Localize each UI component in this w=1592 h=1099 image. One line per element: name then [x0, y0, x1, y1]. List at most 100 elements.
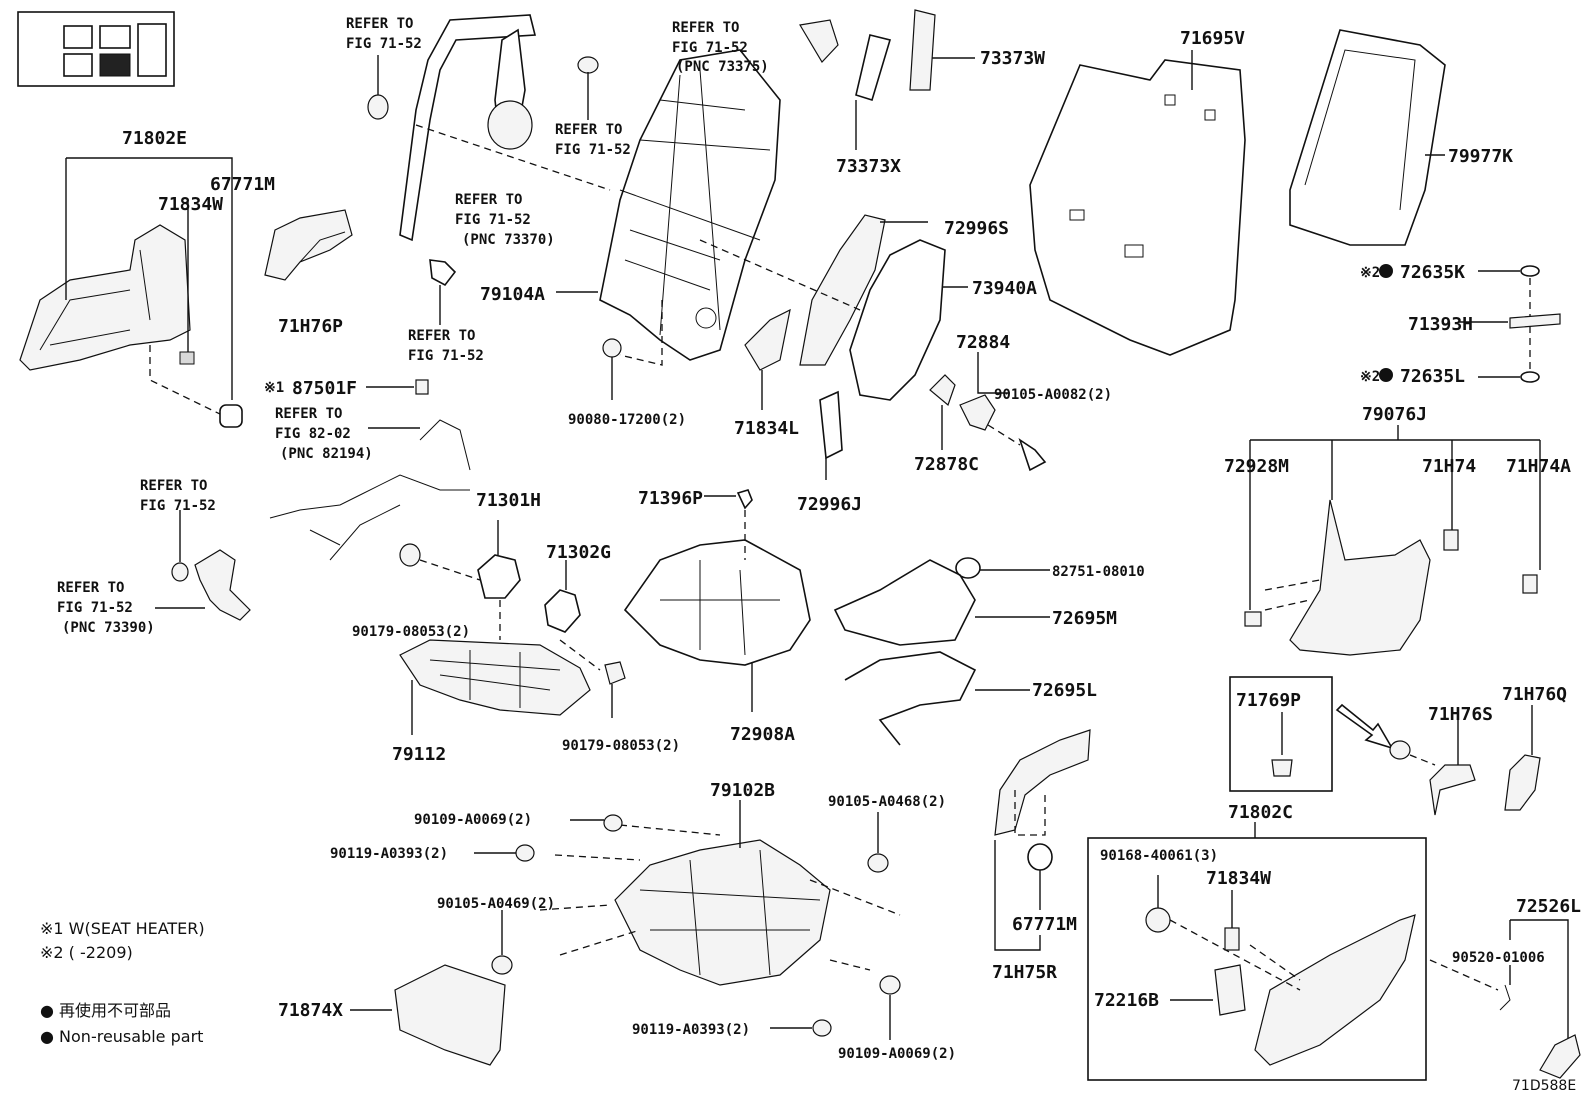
clip-box-71769P — [1229, 676, 1394, 792]
label-71301H: 71301H — [476, 490, 541, 511]
cover-72996S-73940A — [699, 214, 968, 401]
label-72635K: 72635K — [1400, 262, 1465, 283]
cover-71H75R — [994, 729, 1091, 951]
label-71802C: 71802C — [1228, 802, 1293, 823]
label-72878C: 72878C — [914, 454, 979, 475]
label-72695M: 72695M — [1052, 608, 1117, 629]
label-refer6-c: (PNC 82194) — [280, 446, 373, 462]
note-seat-heater: ※1 W(SEAT HEATER) — [40, 919, 205, 938]
label-refer2-b: FIG 71-52 — [555, 142, 631, 158]
bracket-72884 — [929, 352, 1047, 472]
label-71834W-top: 71834W — [158, 194, 223, 215]
label-refer3-b: FIG 71-52 — [455, 212, 531, 228]
label-refer7-a: REFER TO — [140, 478, 207, 494]
label-72884: 72884 — [956, 332, 1010, 353]
label-refer8-b: FIG 71-52 — [57, 600, 133, 616]
label-71834W-bot: 71834W — [1206, 868, 1271, 889]
label-72908A: 72908A — [730, 724, 795, 745]
cover-71H76P — [264, 209, 353, 281]
cover-71834L — [744, 308, 791, 410]
label-71396P: 71396P — [638, 488, 703, 509]
label-71H76S: 71H76S — [1428, 704, 1493, 725]
label-refer5-b: FIG 71-52 — [672, 40, 748, 56]
side-cover-71802E — [19, 157, 243, 428]
label-refer4-b: FIG 71-52 — [408, 348, 484, 364]
label-90109-A0069-bot: 90109-A0069(2) — [838, 1046, 956, 1062]
label-90119-A0393-bot: 90119-A0393(2) — [632, 1022, 750, 1038]
label-71802E: 71802E — [122, 128, 187, 149]
label-90109-A0069-top: 90109-A0069(2) — [414, 812, 532, 828]
label-72928M: 72928M — [1224, 456, 1289, 477]
label-87501F: 87501F — [292, 378, 357, 399]
label-82751-08010: 82751-08010 — [1052, 564, 1145, 580]
note-serial-range: ※2 ( -2209) — [40, 943, 133, 962]
label-refer8-c: (PNC 73390) — [62, 620, 155, 636]
label-71769P: 71769P — [1236, 690, 1301, 711]
label-refer2-a: REFER TO — [555, 122, 622, 138]
label-72216B: 72216B — [1094, 990, 1159, 1011]
label-71874X: 71874X — [278, 1000, 343, 1021]
cables-72695 — [833, 557, 1050, 746]
headrest-guide-assembly — [367, 14, 611, 325]
legend-non-reusable: ● Non-reusable part — [40, 1027, 203, 1046]
motor-71302G — [544, 560, 626, 718]
label-90080-17200: 90080-17200(2) — [568, 412, 686, 428]
label-73940A: 73940A — [972, 278, 1037, 299]
label-refer1-b: FIG 71-52 — [346, 36, 422, 52]
wire-harness — [269, 379, 471, 561]
label-72635L: 72635L — [1400, 366, 1465, 387]
label-71393H: 71393H — [1408, 314, 1473, 335]
label-refer1-a: REFER TO — [346, 16, 413, 32]
board-71695V — [1029, 50, 1246, 356]
label-90179-08053-a: 90179-08053(2) — [352, 624, 470, 640]
legend-japanese: ● 再使用不可部品 — [40, 1001, 171, 1020]
cover-group-71802C — [1087, 822, 1427, 1081]
label-90105-A0468: 90105-A0468(2) — [828, 794, 946, 810]
motor-71301H — [399, 520, 521, 640]
seatback-frame-79104A — [556, 49, 781, 400]
label-72695L: 72695L — [1032, 680, 1097, 701]
label-90520-01006: 90520-01006 — [1452, 950, 1545, 966]
label-72635K-mark: ※2 — [1360, 265, 1380, 281]
cover-72526L — [1429, 919, 1581, 1079]
label-71302G: 71302G — [546, 542, 611, 563]
label-72526L: 72526L — [1516, 896, 1581, 917]
fastener-stack-72635 — [1379, 264, 1561, 383]
switch-72996J — [819, 390, 843, 480]
label-refer6-a: REFER TO — [275, 406, 342, 422]
label-72996S: 72996S — [944, 218, 1009, 239]
cover-group-79076J — [1244, 425, 1541, 656]
label-71834L: 71834L — [734, 418, 799, 439]
label-73373X: 73373X — [836, 156, 901, 177]
label-refer8-a: REFER TO — [57, 580, 124, 596]
label-79112: 79112 — [392, 744, 446, 765]
tray-72908A — [623, 489, 811, 712]
label-90105-A0082: 90105-A0082(2) — [994, 387, 1112, 403]
cover-71874X — [350, 964, 506, 1066]
label-79076J: 79076J — [1362, 404, 1427, 425]
cover-71H76S — [1389, 720, 1476, 816]
label-refer6-b: FIG 82-02 — [275, 426, 351, 442]
label-71H74: 71H74 — [1422, 456, 1476, 477]
label-refer5-c: (PNC 73375) — [676, 59, 769, 75]
cushion-frame-79112 — [399, 639, 591, 735]
label-79104A: 79104A — [480, 284, 545, 305]
label-87501F-mark: ※1 — [264, 380, 284, 396]
label-71H76P: 71H76P — [278, 316, 343, 337]
seat-track-79102B — [474, 800, 901, 1040]
label-refer3-a: REFER TO — [455, 192, 522, 208]
label-refer4-a: REFER TO — [408, 328, 475, 344]
cover-71H76Q — [1504, 705, 1541, 811]
label-79102B: 79102B — [710, 780, 775, 801]
label-refer5-a: REFER TO — [672, 20, 739, 36]
seat-belt-buckle — [155, 510, 251, 621]
board-79977K — [1289, 29, 1446, 246]
label-72635L-mark: ※2 — [1360, 369, 1380, 385]
label-refer3-c: (PNC 73370) — [462, 232, 555, 248]
part-labels: 71802E 67771M 71834W 71H76P REFER TO FIG… — [57, 16, 1581, 1062]
label-71H74A: 71H74A — [1506, 456, 1571, 477]
notes-legend: ※1 W(SEAT HEATER) ※2 ( -2209) ● 再使用不可部品 … — [40, 919, 1576, 1094]
label-71695V: 71695V — [1180, 28, 1245, 49]
pad-73373W-73373X — [799, 9, 975, 150]
